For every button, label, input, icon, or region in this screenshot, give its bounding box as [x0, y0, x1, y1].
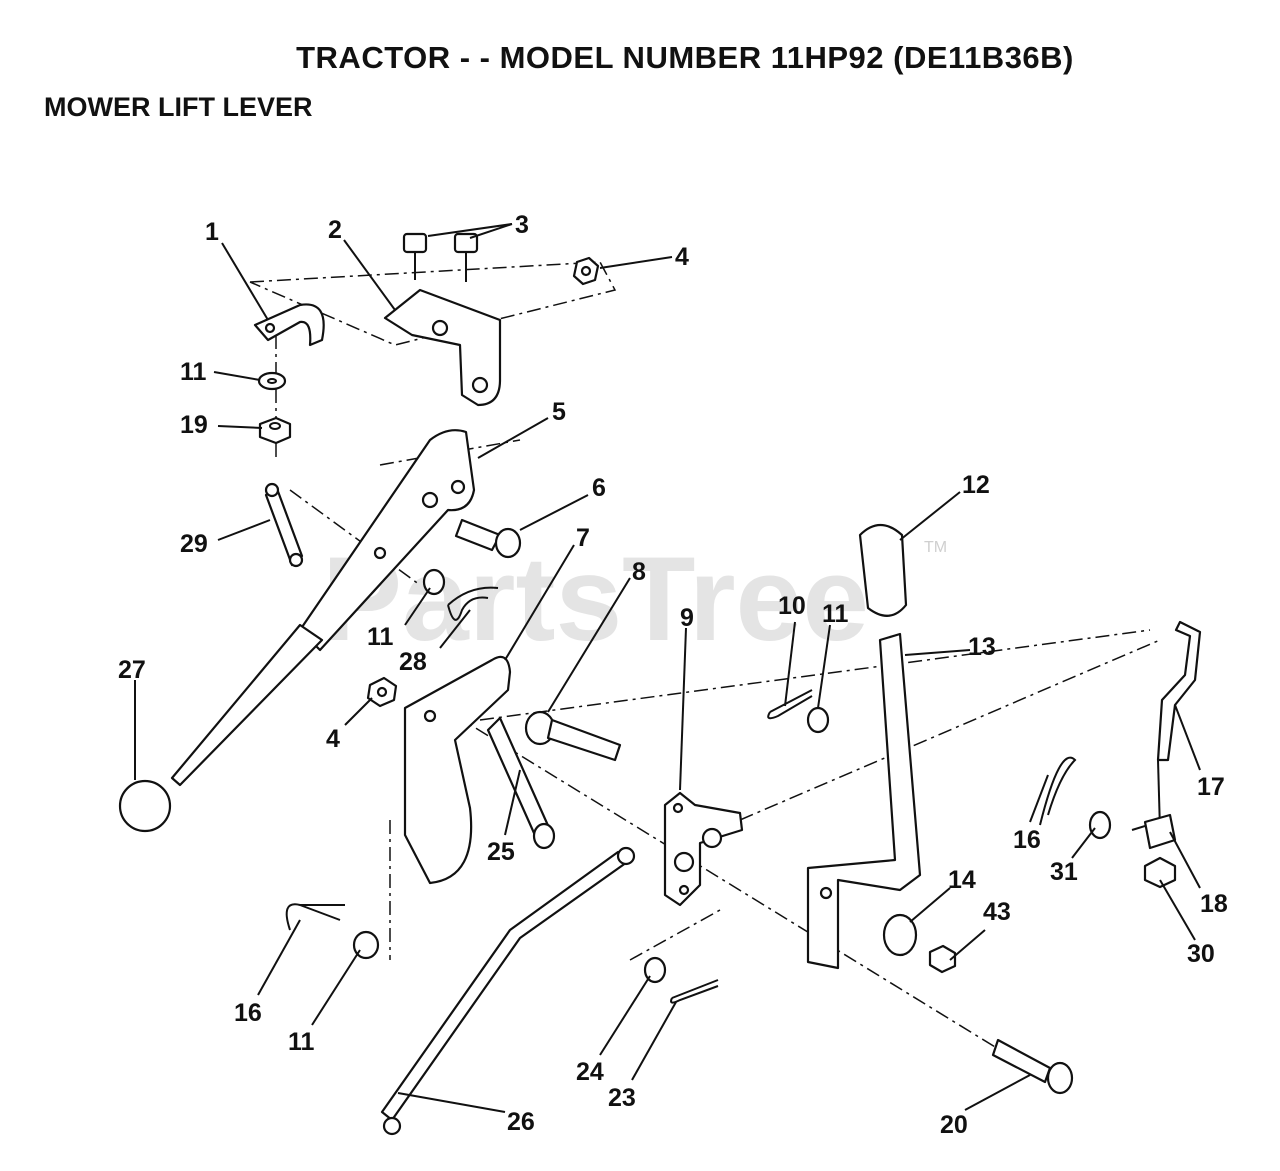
callout-13: 13: [968, 633, 996, 661]
part-29-link: [264, 482, 304, 568]
assembly-lines: [249, 261, 1161, 1051]
callout-12: 12: [962, 471, 990, 499]
callout-28: 28: [399, 648, 427, 676]
callout-20: 20: [940, 1111, 968, 1139]
callout-3: 3: [515, 211, 529, 239]
part-31-washer: [1088, 810, 1112, 840]
part-26-rod: [380, 846, 636, 1136]
callout-19: 19: [180, 411, 208, 439]
watermark-tm: TM: [924, 539, 947, 556]
callout-43: 43: [983, 898, 1011, 926]
callout-11: 11: [180, 358, 207, 386]
part-13-lever: [806, 632, 922, 970]
part-25-spacer: [486, 716, 556, 850]
part-30-nut: [1143, 856, 1177, 889]
callout-5: 5: [552, 398, 566, 426]
part-10-cotter: [767, 689, 813, 720]
part-12-grip: [858, 523, 908, 617]
part-4-nut-mid: [366, 676, 398, 708]
part-16-hairpin-right: [1039, 756, 1077, 826]
part-2-bracket: [383, 288, 502, 407]
section-title: MOWER LIFT LEVER: [44, 92, 313, 122]
callout-30: 30: [1187, 940, 1215, 968]
part-8-bolt: [524, 710, 622, 762]
watermark: PartsTree: [322, 532, 869, 666]
part-9-bracket: [663, 791, 744, 907]
part-14-bushing: [882, 913, 918, 957]
callout-27: 27: [118, 656, 146, 684]
part-17-rod: [1156, 620, 1202, 831]
callout-23: 23: [608, 1084, 636, 1112]
part-6-bolt: [454, 518, 522, 559]
callout-17: 17: [1197, 773, 1225, 801]
callout-16: 16: [234, 999, 262, 1027]
part-16-hairpin-left: [285, 903, 345, 931]
part-43-nut: [928, 944, 957, 974]
callout-6: 6: [592, 474, 606, 502]
callout-25: 25: [487, 838, 515, 866]
callout-7: 7: [576, 524, 590, 552]
callout-14: 14: [948, 866, 976, 894]
callout-4: 4: [326, 725, 340, 753]
part-4-nut-top: [572, 256, 600, 286]
callout-11: 11: [288, 1028, 315, 1056]
callout-9: 9: [680, 604, 694, 632]
part-11-washer-right: [806, 706, 830, 734]
part-11-washer-mid: [422, 568, 446, 596]
part-23-cotter: [670, 979, 719, 1004]
callout-11: 11: [822, 600, 849, 628]
part-19-nut: [258, 416, 292, 445]
part-28-hairpin: [447, 586, 499, 621]
callout-24: 24: [576, 1058, 604, 1086]
callout-31: 31: [1050, 858, 1078, 886]
callout-2: 2: [328, 216, 342, 244]
callout-11: 11: [367, 623, 394, 651]
page-title: TRACTOR - - MODEL NUMBER 11HP92 (DE11B36…: [296, 40, 1074, 75]
part-27-knob-rod: [118, 623, 324, 833]
callout-1: 1: [205, 218, 219, 246]
part-5-lift-arm: [298, 429, 476, 652]
part-11-washer-top: [257, 371, 287, 391]
callout-8: 8: [632, 558, 646, 586]
part-3-bolts: [402, 232, 479, 282]
callout-10: 10: [778, 592, 806, 620]
part-7-plate: [403, 655, 512, 885]
callout-16: 16: [1013, 826, 1041, 854]
part-1-clip: [253, 303, 325, 347]
callout-4: 4: [675, 243, 689, 271]
callout-26: 26: [507, 1108, 535, 1136]
callout-29: 29: [180, 530, 208, 558]
part-18-ferrule: [1131, 813, 1177, 850]
leader-lines: [134, 223, 1201, 1113]
part-20-bolt: [991, 1038, 1074, 1095]
callout-18: 18: [1200, 890, 1228, 918]
callouts: 1 2 3 4 11 19 5 6 29 12 7 8 9 10 11 13 1…: [118, 211, 1228, 1139]
